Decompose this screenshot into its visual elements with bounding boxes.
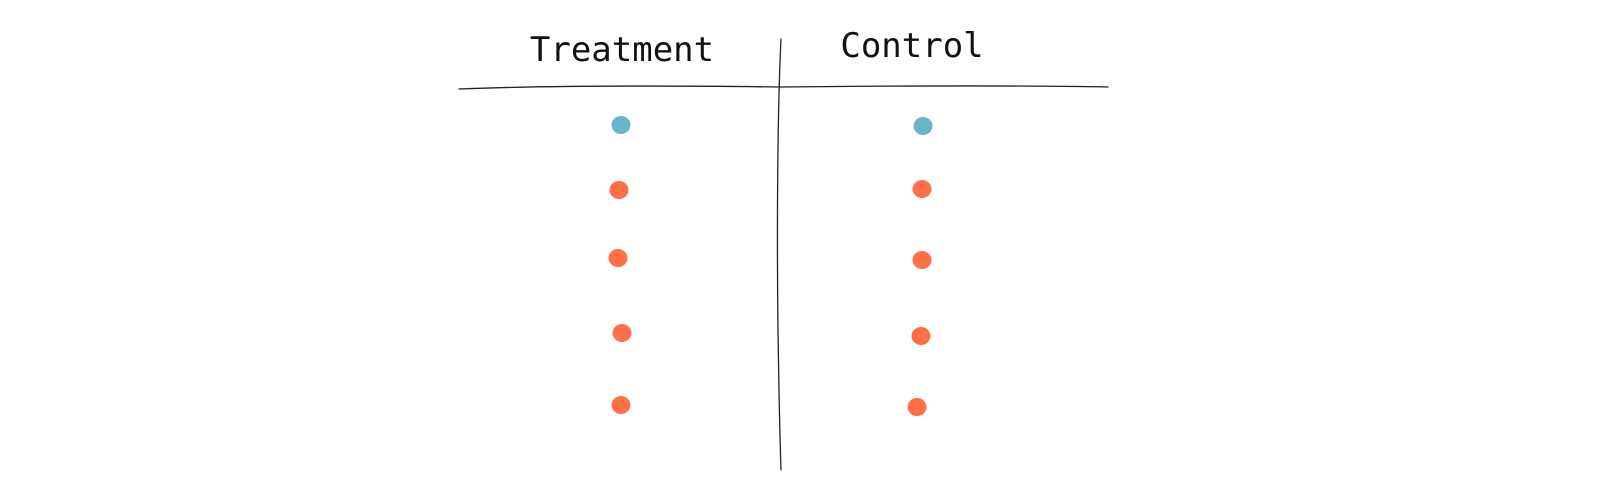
treatment-dot-1 <box>611 116 631 134</box>
control-dot-5 <box>907 398 927 416</box>
treatment-column-header: Treatment <box>529 30 715 70</box>
treatment-dot-5 <box>611 396 631 414</box>
control-dot-2 <box>912 180 932 198</box>
treatment-dot-4 <box>612 324 632 342</box>
treatment-dot-2 <box>609 181 629 199</box>
treatment-dot-3 <box>608 249 628 267</box>
control-dot-4 <box>911 327 931 345</box>
control-dot-1 <box>913 117 933 135</box>
header-divider-line <box>458 85 1109 90</box>
dots-group <box>608 116 933 416</box>
control-dot-3 <box>912 251 932 269</box>
control-column-header: Control <box>840 26 984 66</box>
column-divider-line <box>776 38 782 471</box>
